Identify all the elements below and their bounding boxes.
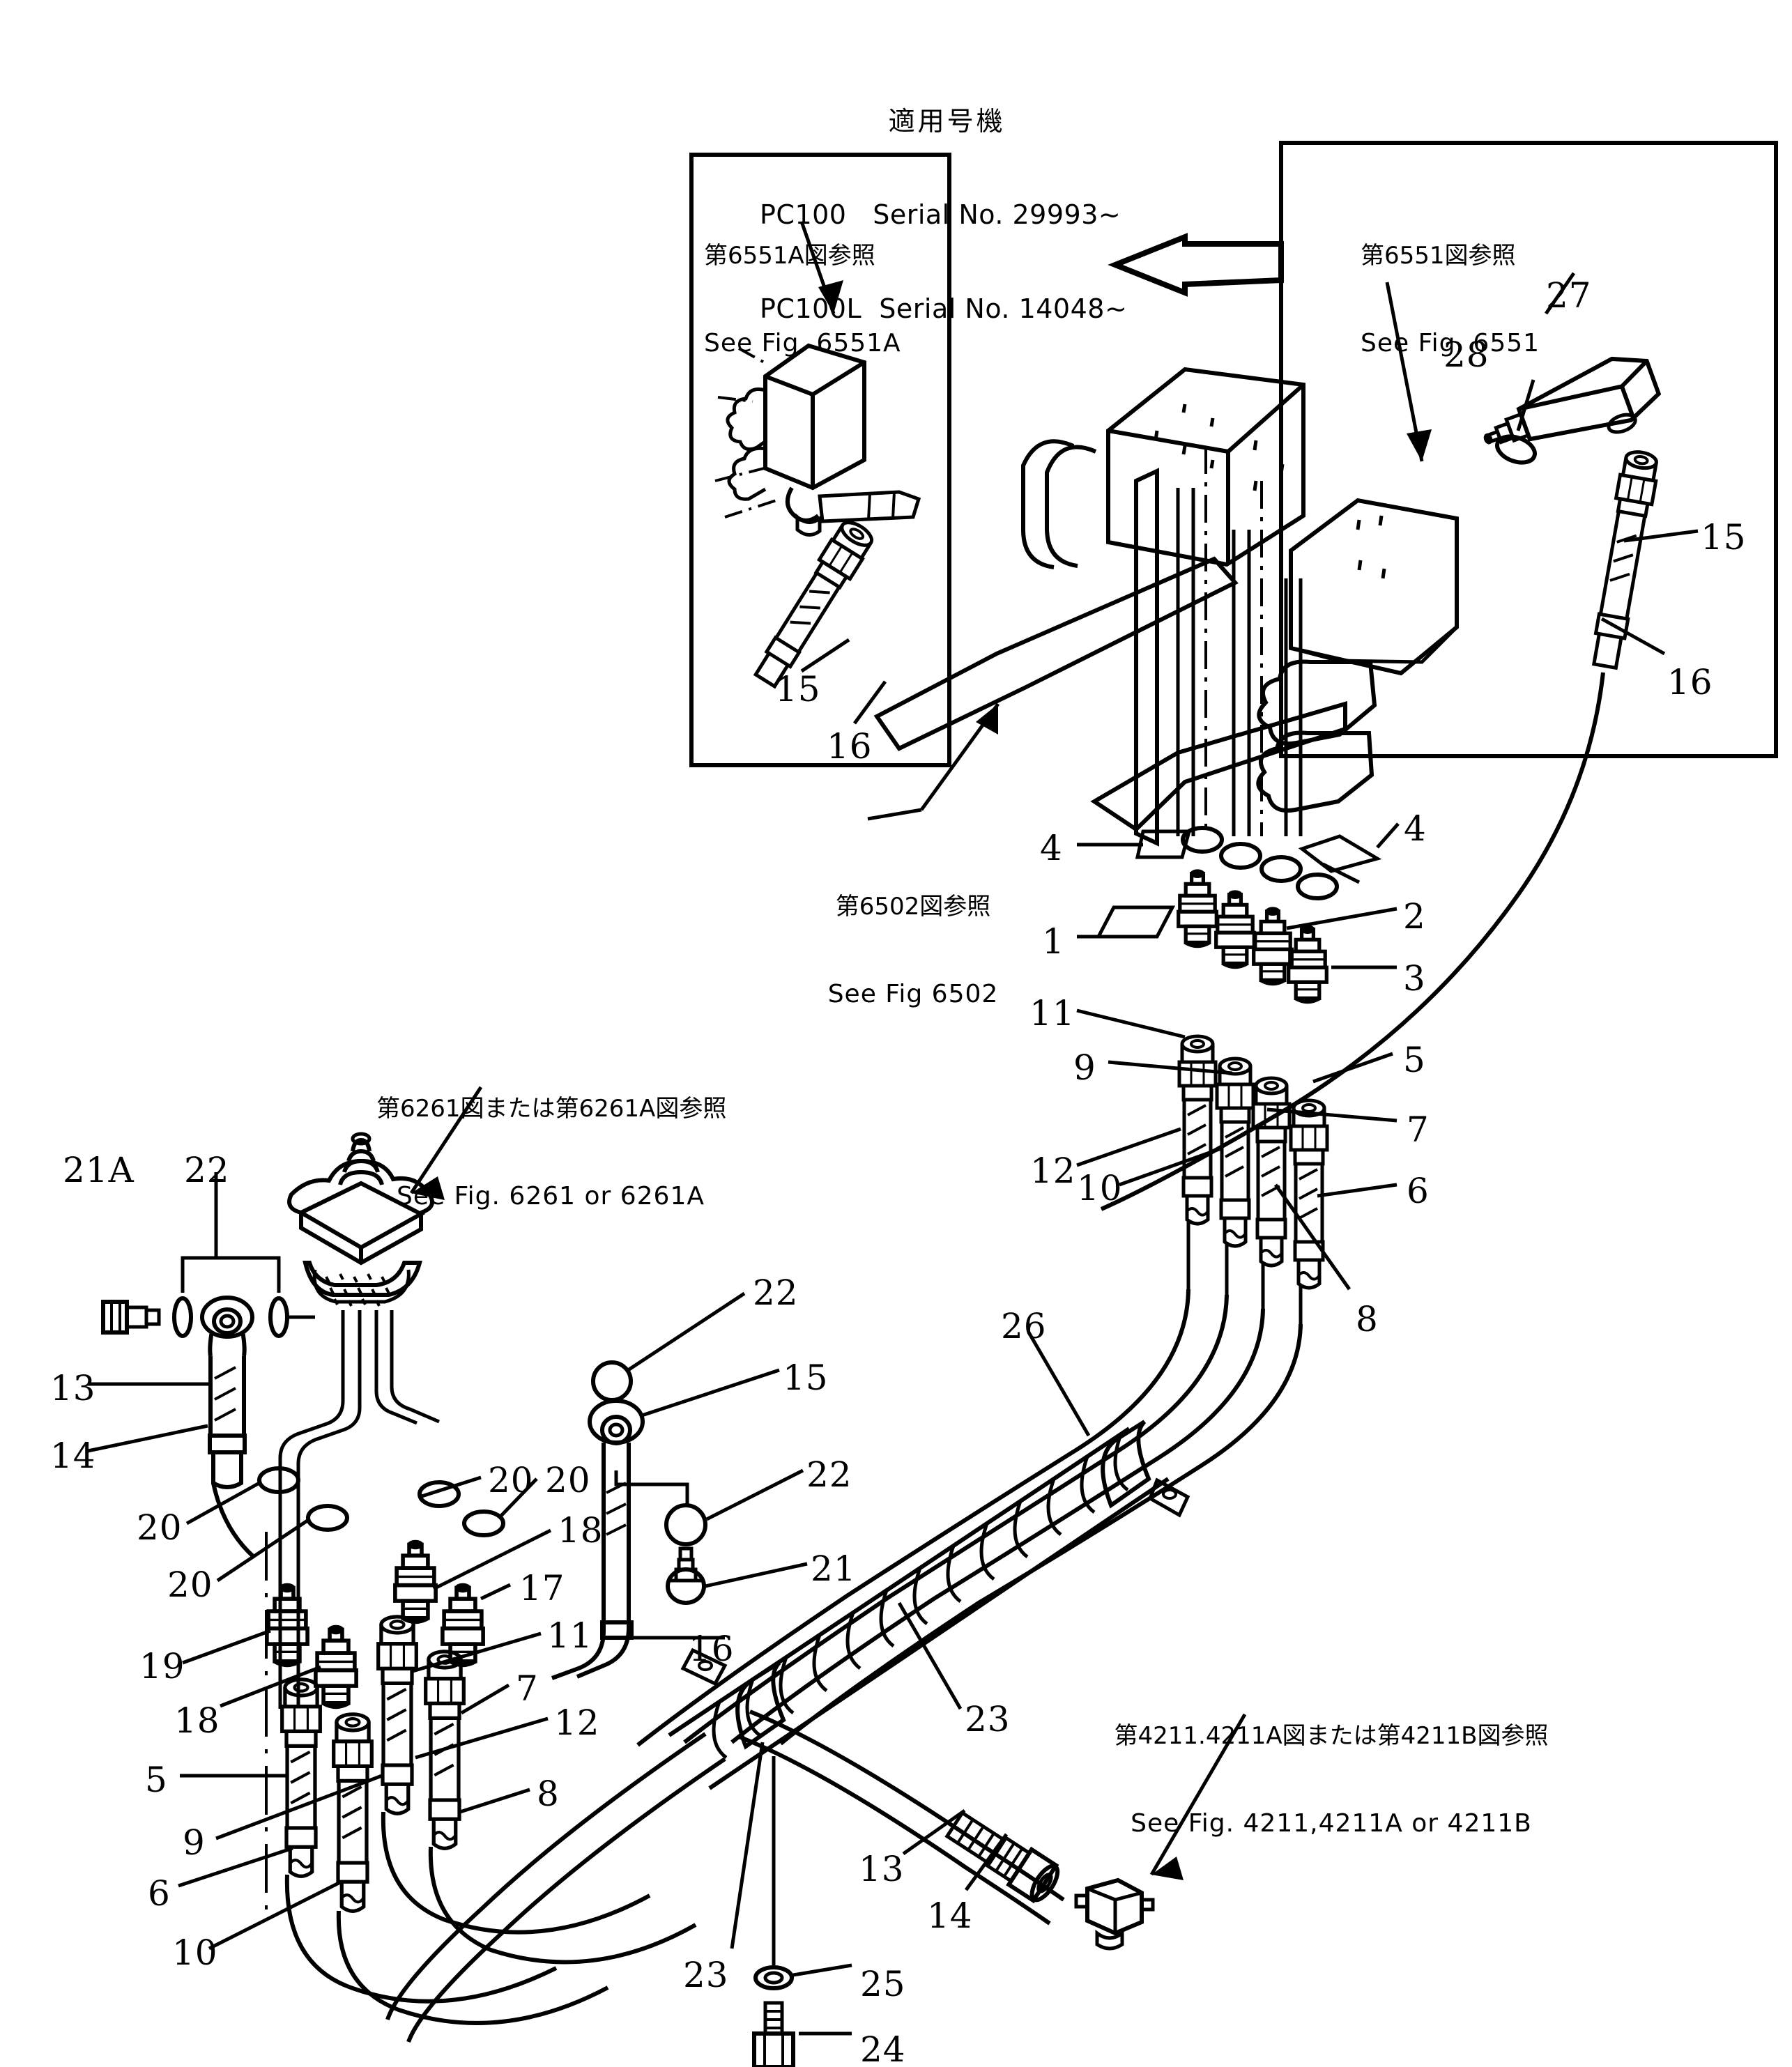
inset-box-6551a [689, 153, 951, 767]
callout-number[interactable]: 27 [1546, 275, 1592, 316]
header-jp-title: 適用号機 [888, 105, 1006, 137]
right-parts-column [636, 822, 1400, 1747]
callout-number[interactable]: 21 [811, 1549, 857, 1589]
header-model-line-2: PC100L Serial No. 14048~ [760, 293, 1128, 324]
callout-number[interactable]: 14 [50, 1436, 96, 1476]
left-assembly [87, 1086, 697, 2025]
callout-number[interactable]: 20 [488, 1460, 534, 1500]
callout-number[interactable]: 7 [1407, 1109, 1430, 1150]
reference-6551-jp: 第6551図参照 [1361, 241, 1516, 270]
reference-label-6502[interactable]: 第6502図参照 See Fig 6502 [809, 833, 1018, 1068]
callout-number[interactable]: 11 [1029, 993, 1075, 1034]
callout-number[interactable]: 22 [184, 1150, 230, 1190]
reference-6502-jp: 第6502図参照 [835, 892, 991, 921]
header-model-line-1: PC100 Serial No. 29993~ [760, 199, 1121, 231]
callout-number[interactable]: 5 [145, 1760, 168, 1800]
machine-assembly [867, 367, 1459, 847]
callout-number[interactable]: 23 [965, 1699, 1011, 1739]
callout-number[interactable]: 26 [1001, 1306, 1047, 1346]
callout-number[interactable]: 22 [806, 1454, 852, 1495]
callout-number[interactable]: 3 [1403, 958, 1426, 999]
callout-number[interactable]: 4 [1404, 808, 1427, 849]
callout-number[interactable]: 18 [174, 1700, 220, 1741]
callout-number[interactable]: 20 [137, 1507, 183, 1548]
callout-number[interactable]: 20 [545, 1460, 591, 1500]
reference-6502-en: See Fig 6502 [827, 979, 999, 1008]
reference-6551a-jp: 第6551A図参照 [704, 241, 875, 270]
callout-number[interactable]: 17 [519, 1568, 565, 1608]
callout-number[interactable]: 14 [927, 1896, 973, 1936]
callout-number[interactable]: 24 [860, 2029, 906, 2067]
callout-number[interactable]: 21A [63, 1150, 135, 1190]
reference-4211-jp: 第4211.4211A図または第4211B図参照 [1114, 1721, 1549, 1750]
callout-number[interactable]: 16 [1667, 662, 1713, 702]
callout-number[interactable]: 18 [558, 1510, 604, 1551]
middle-hose-assembly [551, 1291, 808, 1680]
reference-4211-en: See Fig. 4211,4211A or 4211B [1131, 1808, 1532, 1838]
callout-number[interactable]: 16 [827, 726, 873, 767]
reference-label-4211[interactable]: 第4211.4211A図または第4211B図参照 See Fig. 4211,4… [1108, 1663, 1554, 1898]
callout-number[interactable]: 6 [1407, 1171, 1430, 1211]
hose-13-14-lower [737, 1709, 1247, 1951]
callout-number[interactable]: 15 [1701, 517, 1747, 558]
callout-number[interactable]: 22 [753, 1273, 799, 1313]
right-fitting-cluster [1100, 272, 1699, 1211]
transfer-arrow [1108, 233, 1284, 297]
callout-number[interactable]: 6 [148, 1873, 171, 1914]
callout-number[interactable]: 9 [1073, 1047, 1096, 1088]
callout-number[interactable]: 8 [1356, 1299, 1379, 1339]
callout-number[interactable]: 15 [783, 1358, 829, 1398]
callout-number[interactable]: 12 [1030, 1151, 1076, 1191]
callout-number[interactable]: 4 [1040, 828, 1063, 868]
callout-number[interactable]: 20 [167, 1565, 213, 1605]
callout-number[interactable]: 13 [859, 1849, 905, 1889]
reference-6551a-en: See Fig. 6551A [704, 328, 901, 358]
reference-label-6261[interactable]: 第6261図または第6261A図参照 See Fig. 6261 or 6261… [376, 1036, 727, 1270]
callout-number[interactable]: 1 [1042, 921, 1065, 962]
reference-label-6551[interactable]: 第6551図参照 See Fig. 6551 [1361, 183, 1591, 417]
callout-number[interactable]: 19 [139, 1646, 185, 1686]
callout-number[interactable]: 13 [50, 1368, 96, 1408]
hose-spiral-guard [385, 1331, 1190, 2067]
reference-6551-en: See Fig. 6551 [1361, 328, 1540, 358]
callout-number[interactable]: 23 [683, 1955, 729, 1995]
callout-number[interactable]: 15 [775, 669, 821, 709]
callout-number[interactable]: 25 [860, 1964, 906, 2004]
callout-number[interactable]: 10 [1077, 1168, 1123, 1208]
callout-number[interactable]: 28 [1443, 335, 1489, 375]
reference-6261-jp: 第6261図または第6261A図参照 [376, 1094, 727, 1123]
callout-number[interactable]: 8 [537, 1774, 560, 1814]
header-applicable-models: 適用号機 PC100 Serial No. 29993~ PC100L Seri… [760, 43, 1127, 387]
inset-box-6551 [1279, 141, 1778, 758]
callout-number[interactable]: 7 [516, 1668, 539, 1709]
reference-label-6551a[interactable]: 第6551A図参照 See Fig. 6551A [704, 183, 938, 417]
callout-number[interactable]: 9 [183, 1822, 206, 1863]
callout-number[interactable]: 2 [1403, 896, 1426, 937]
callout-number[interactable]: 12 [554, 1703, 600, 1743]
callout-number[interactable]: 16 [689, 1629, 735, 1669]
callout-number[interactable]: 5 [1403, 1040, 1426, 1080]
callout-number[interactable]: 11 [547, 1615, 593, 1656]
callout-number[interactable]: 10 [172, 1932, 218, 1973]
reference-6261-en: See Fig. 6261 or 6261A [397, 1181, 705, 1211]
